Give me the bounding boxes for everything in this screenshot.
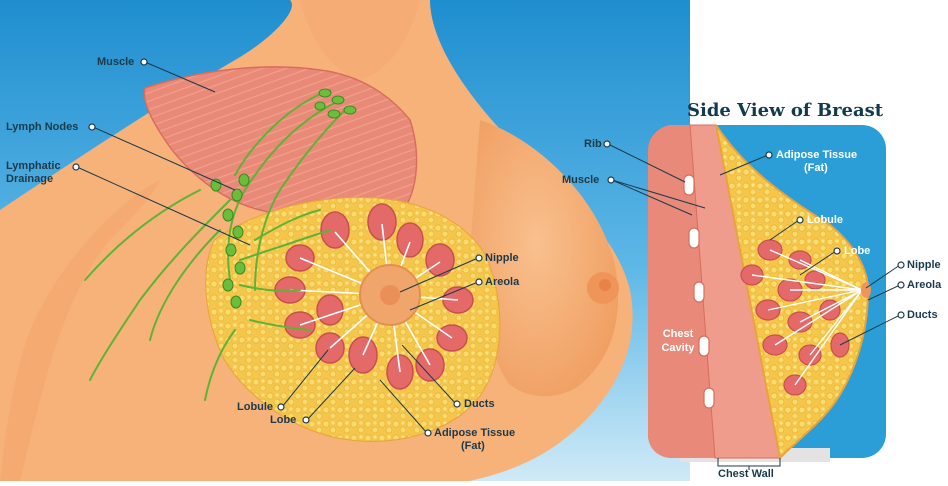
right-nipple [599,279,611,291]
side-view-title: Side View of Breast [687,100,883,121]
side-label-chest-wall: Chest Wall [718,468,774,481]
side-label-rib: Rib [584,138,602,151]
label-lobule: Lobule [237,401,273,414]
side-label-adipose-line1: Adipose Tissue [776,149,857,162]
side-label-adipose-line2: (Fat) [804,162,828,175]
label-lymphatic-drainage-line1: Lymphatic [6,160,61,173]
label-nipple: Nipple [485,252,519,265]
side-label-chest-cavity-line2: Cavity [655,341,701,355]
label-lymphatic-drainage-line2: Drainage [6,173,53,186]
side-label-lobe: Lobe [844,245,870,258]
label-lymph-nodes: Lymph Nodes [6,121,78,134]
label-ducts: Ducts [464,398,495,411]
label-adipose-line2: (Fat) [461,440,485,453]
side-label-chest-cavity-line1: Chest [655,327,701,341]
side-label-ducts: Ducts [907,309,938,322]
label-adipose-line1: Adipose Tissue [434,427,515,440]
side-nipple [861,282,871,298]
label-areola: Areola [485,276,519,289]
side-label-lobule: Lobule [807,214,843,227]
side-label-nipple: Nipple [907,259,941,272]
side-label-muscle: Muscle [562,174,599,187]
side-label-areola: Areola [907,279,941,292]
label-lobe: Lobe [270,414,296,427]
label-muscle: Muscle [97,56,134,69]
left-nipple [380,285,400,305]
